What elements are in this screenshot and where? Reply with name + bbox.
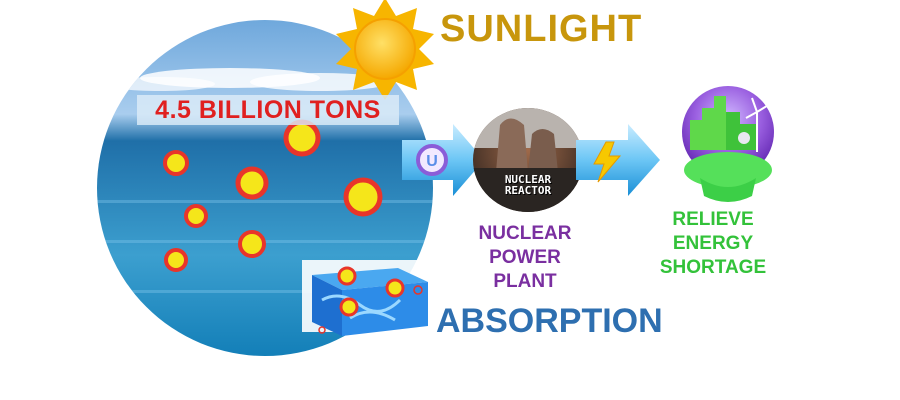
plant-label-line-1: NUCLEAR (478, 223, 572, 244)
reactor-line-2: REACTOR (504, 184, 552, 197)
molecule (163, 150, 189, 176)
reactor-sign: NUCLEAR REACTOR (478, 174, 578, 196)
reactor-line-1: NUCLEAR (504, 173, 552, 186)
sunlight-label: SUNLIGHT (440, 8, 643, 50)
shortage-label-line-2: ENERGY (672, 233, 754, 254)
molecule (235, 166, 269, 200)
molecule (184, 204, 208, 228)
plant-label-line-2: POWER PLANT (489, 247, 561, 292)
molecule (238, 230, 266, 258)
molecule (164, 248, 188, 272)
lightning-icon (593, 141, 622, 183)
sun-icon (336, 0, 434, 100)
uranium-icon (416, 144, 448, 176)
nuclear-reactor-icon (473, 108, 583, 212)
uranium-reserve-label: 4.5 BILLION TONS (155, 96, 381, 124)
green-city-globe-icon (682, 86, 774, 202)
arrow-to-plant: U (402, 124, 484, 196)
relieve-energy-shortage-label: RELIEVE ENERGY SHORTAGE (658, 208, 768, 280)
adsorbent-cube-icon (302, 260, 440, 336)
absorption-label: ABSORPTION (436, 302, 663, 340)
uranium-symbol: U (426, 153, 438, 170)
molecule (283, 119, 321, 157)
arrow-to-city (576, 124, 660, 196)
shortage-label-line-1: RELIEVE (672, 209, 754, 230)
tons-banner (137, 95, 399, 125)
shortage-label-line-3: SHORTAGE (659, 257, 767, 278)
nuclear-power-plant-label: NUCLEAR POWER PLANT (455, 222, 595, 294)
molecule (343, 177, 383, 217)
